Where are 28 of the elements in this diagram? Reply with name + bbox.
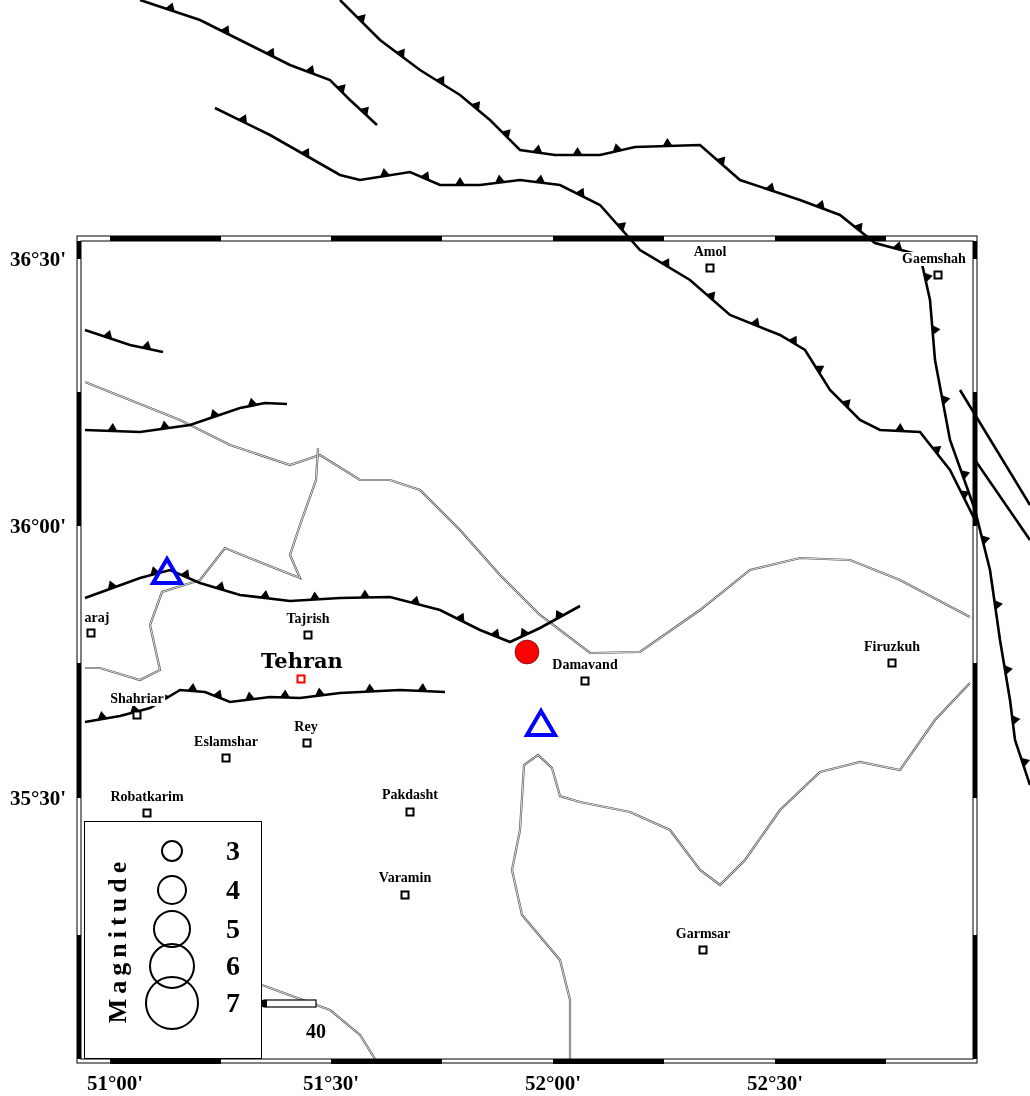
axis-tick-label: 36°00' (9, 515, 67, 537)
axis-tick-label: 51°30' (302, 1072, 360, 1094)
city-name: Amol (692, 245, 728, 259)
axis-tick-label: 52°00' (524, 1072, 582, 1094)
city-name: araj (83, 611, 111, 625)
legend-title: Magnitude (105, 856, 131, 1024)
legend-label: 7 (226, 989, 240, 1017)
axis-tick-label: 51°00' (86, 1072, 144, 1094)
city-name: Firuzkuh (863, 640, 921, 654)
city-name: Gaemshah (901, 252, 967, 266)
legend-label: 6 (226, 952, 240, 980)
city-name: Rey (293, 720, 319, 734)
city-name: Garmsar (674, 927, 732, 941)
city-name: Pakdasht (381, 788, 439, 802)
axis-tick-label: 52°30' (746, 1072, 804, 1094)
legend-label: 5 (226, 915, 240, 943)
city-name: Eslamshar (193, 735, 259, 749)
legend-label: 4 (226, 876, 240, 904)
scale-bar-label: 40 (306, 1021, 326, 1041)
city-name: Tajrish (285, 612, 331, 626)
axis-tick-label: 35°30' (9, 787, 67, 809)
city-name: Shahriar (109, 692, 165, 706)
city-name: Robatkarim (109, 790, 185, 804)
legend-label: 3 (226, 837, 240, 865)
city-name: Damavand (551, 658, 619, 672)
city-name: Varamin (377, 871, 433, 885)
capital-city-name: Tehran (261, 649, 343, 671)
axis-tick-label: 36°30' (9, 248, 67, 270)
